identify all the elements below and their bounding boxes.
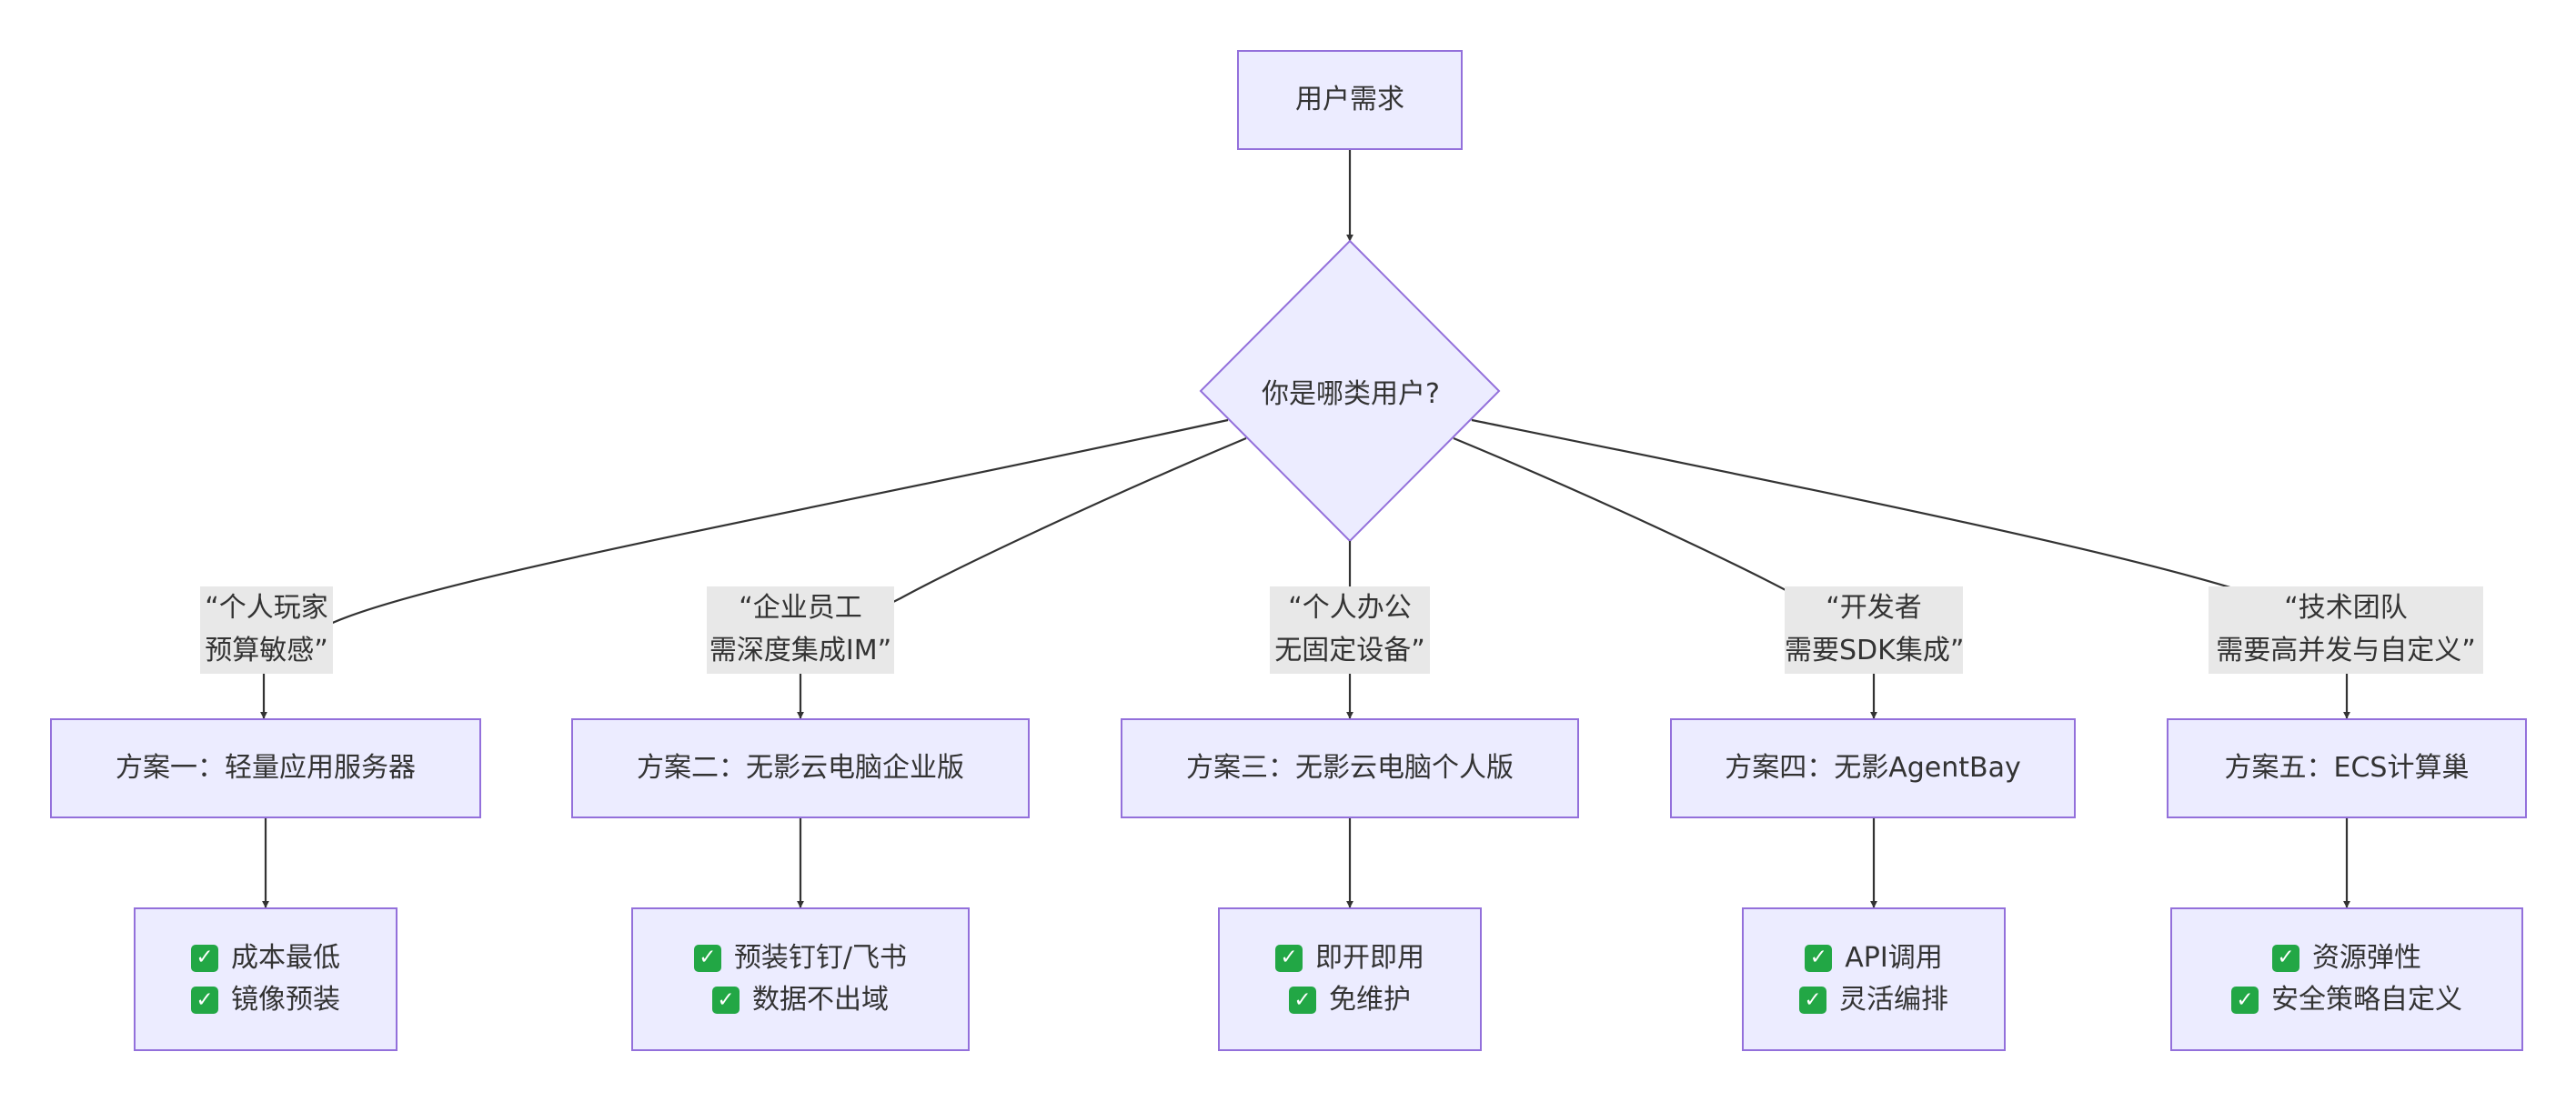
benefit-item: ✓ 资源弹性 [2272,937,2421,980]
benefit-text: 灵活编排 [1839,984,1948,1016]
benefit-text: 预装钉钉/飞书 [733,941,908,974]
benefit-text: 成本最低 [231,941,340,974]
benefit-text: API调用 [1845,941,1943,974]
check-mark-icon: ✓ [1805,944,1833,972]
benefit-item: ✓ 即开即用 [1275,937,1424,980]
plan-label: 方案二：无影云电脑企业版 [637,751,964,784]
benefit-item: ✓ 免维护 [1289,979,1411,1022]
plan-node-2: 方案二：无影云电脑企业版 [571,718,1030,818]
edge-label-line: “企业员工 [739,592,862,624]
check-mark-icon: ✓ [191,987,218,1015]
plan-node-4: 方案四：无影AgentBay [1670,718,2076,818]
edge-label-line: 预算敏感” [205,635,328,666]
edge-label-line: 需要高并发与自定义” [2216,635,2476,666]
edge-label-line: “个人玩家 [205,592,328,624]
benefits-node-3: ✓ 即开即用 ✓ 免维护 [1218,907,1482,1051]
benefit-item: ✓ 安全策略自定义 [2231,979,2462,1022]
check-mark-icon: ✓ [2272,944,2299,972]
benefits-node-2: ✓ 预装钉钉/飞书 ✓ 数据不出域 [631,907,970,1051]
edge-label-line: “开发者 [1826,592,1922,624]
benefit-text: 即开即用 [1315,941,1424,974]
check-mark-icon: ✓ [1799,987,1826,1015]
plan-node-1: 方案一：轻量应用服务器 [50,718,481,818]
edge-label-line: 需深度集成IM” [709,635,892,666]
benefits-node-1: ✓ 成本最低 ✓ 镜像预装 [134,907,397,1051]
benefit-text: 资源弹性 [2312,941,2421,974]
edge-label-branch-1: “个人玩家 预算敏感” [200,586,333,674]
benefit-item: ✓ 预装钉钉/飞书 [693,937,908,980]
start-node-label: 用户需求 [1295,83,1404,115]
edge-label-line: “技术团队 [2284,592,2408,624]
benefits-node-5: ✓ 资源弹性 ✓ 安全策略自定义 [2170,907,2523,1051]
check-mark-icon: ✓ [1275,944,1303,972]
edge-label-line: 无固定设备” [1274,635,1425,666]
plan-label: 方案一：轻量应用服务器 [116,751,416,784]
edge-decision-to-plan-4 [1453,436,1877,719]
benefit-text: 安全策略自定义 [2271,984,2462,1016]
edge-label-line: 需要SDK集成” [1785,635,1963,666]
check-mark-icon: ✓ [693,944,721,972]
plan-label: 方案五：ECS计算巢 [2224,751,2470,784]
benefits-node-4: ✓ API调用 ✓ 灵活编排 [1742,907,2006,1051]
plan-label: 方案四：无影AgentBay [1725,751,2021,784]
benefit-item: ✓ 灵活编排 [1799,979,1948,1022]
edge-label-branch-3: “个人办公 无固定设备” [1270,586,1430,674]
benefit-item: ✓ 数据不出域 [712,979,889,1022]
benefit-item: ✓ 镜像预装 [191,979,340,1022]
edge-label-branch-2: “企业员工 需深度集成IM” [707,586,894,674]
plan-label: 方案三：无影云电脑个人版 [1186,751,1514,784]
edge-label-branch-4: “开发者 需要SDK集成” [1785,586,1963,674]
benefit-text: 数据不出域 [752,984,889,1016]
decision-label: 你是哪类用户? [1262,378,1440,410]
benefit-item: ✓ API调用 [1805,937,1943,980]
edge-decision-to-plan-2 [797,436,1247,719]
edge-label-line: “个人办公 [1288,592,1412,624]
check-mark-icon: ✓ [191,944,218,972]
edge-label-branch-5: “技术团队 需要高并发与自定义” [2209,586,2483,674]
benefit-item: ✓ 成本最低 [191,937,340,980]
check-mark-icon: ✓ [1289,987,1316,1015]
benefit-text: 免维护 [1329,984,1411,1016]
plan-node-5: 方案五：ECS计算巢 [2167,718,2527,818]
check-mark-icon: ✓ [712,987,740,1015]
plan-node-3: 方案三：无影云电脑个人版 [1121,718,1579,818]
check-mark-icon: ✓ [2231,987,2259,1015]
benefit-text: 镜像预装 [231,984,340,1016]
start-node: 用户需求 [1237,50,1463,150]
